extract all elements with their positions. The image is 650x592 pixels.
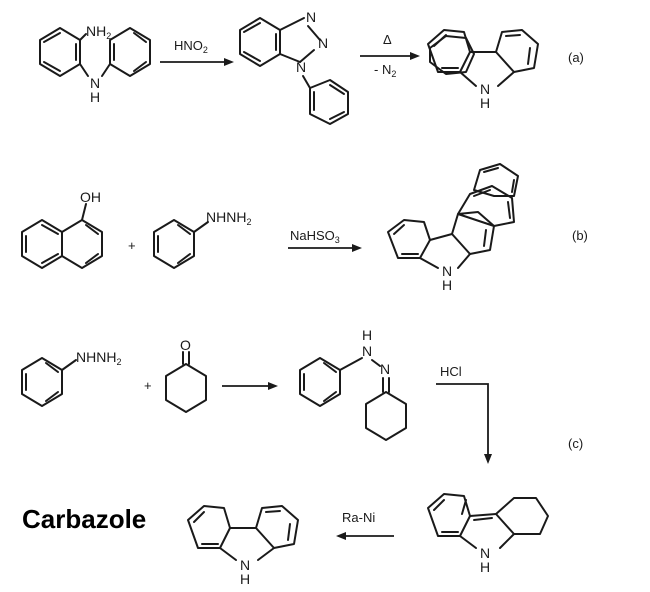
thc-n: N	[480, 545, 490, 561]
aminodiphenylamine-structure: NH2 N H	[39, 23, 151, 105]
cyclohexanone-structure: O	[165, 337, 207, 413]
reaction-a: NH2 N H HNO2 N N N	[39, 9, 584, 125]
arrow-b: NaHSO3	[288, 228, 362, 252]
arrow-c1	[222, 382, 278, 390]
label-c: (c)	[568, 436, 583, 451]
ketone-o: O	[180, 337, 191, 353]
benzocarbazole-product: N H	[387, 163, 519, 293]
amine-h-label: H	[90, 89, 100, 105]
reaction-c: NHNH2 + O H N N	[21, 327, 583, 587]
naphthol-oh: OH	[80, 189, 101, 205]
reagent-rani: Ra-Ni	[342, 510, 375, 525]
reagent-heat: Δ	[383, 32, 392, 47]
benzocarbazole-h: H	[442, 277, 452, 293]
reagent-nahso3: NaHSO3	[290, 228, 340, 245]
phenylhydrazine-b: NHNH2	[153, 209, 251, 269]
thc-h: H	[480, 559, 490, 575]
hydrazine-b-label: NHNH2	[206, 209, 251, 227]
carbazole-product-a: N H	[427, 29, 539, 111]
naphthol-structure: OH	[21, 189, 103, 269]
carbazole-c-h: H	[240, 571, 250, 587]
label-b: (b)	[572, 228, 588, 243]
carbazole-product-c: N H	[187, 505, 299, 587]
arrow-c2-hcl: HCl	[436, 364, 492, 464]
benzocarbazole-n: N	[442, 263, 452, 279]
arrow-a2: Δ - N2	[360, 32, 420, 79]
triazole-n2: N	[318, 35, 328, 51]
triazole-n1: N	[306, 9, 316, 25]
hydrazone-structure: H N N	[299, 327, 407, 441]
carbazole-c-n: N	[240, 557, 250, 573]
reagent-minus-n2: - N2	[374, 62, 396, 79]
phenylhydrazine-c: NHNH2	[21, 349, 121, 407]
plus-c: +	[144, 378, 152, 393]
reaction-b: OH + NHNH2 NaHSO3	[21, 163, 588, 293]
carbazole-a-h: H	[480, 95, 490, 111]
phenylbenzotriazole-structure: N N N	[239, 9, 349, 125]
plus-b: +	[128, 238, 136, 253]
amine-nh2-label: NH2	[86, 23, 111, 41]
hydrazine-c-label: NHNH2	[76, 349, 121, 367]
arrow-a1: HNO2	[160, 38, 234, 66]
reagent-hno2: HNO2	[174, 38, 208, 55]
hydrazone-n2: N	[380, 361, 390, 377]
amine-n-label: N	[90, 75, 100, 91]
arrow-c3-rani: Ra-Ni	[336, 510, 394, 540]
triazole-n3: N	[296, 59, 306, 75]
hydrazone-h: H	[362, 327, 372, 343]
tetrahydrocarbazole-structure: N H	[427, 493, 549, 575]
label-a: (a)	[568, 50, 584, 65]
carbazole-a-n: N	[480, 81, 490, 97]
hydrazone-n1: N	[362, 343, 372, 359]
reagent-hcl: HCl	[440, 364, 462, 379]
page-title: Carbazole	[22, 504, 146, 534]
